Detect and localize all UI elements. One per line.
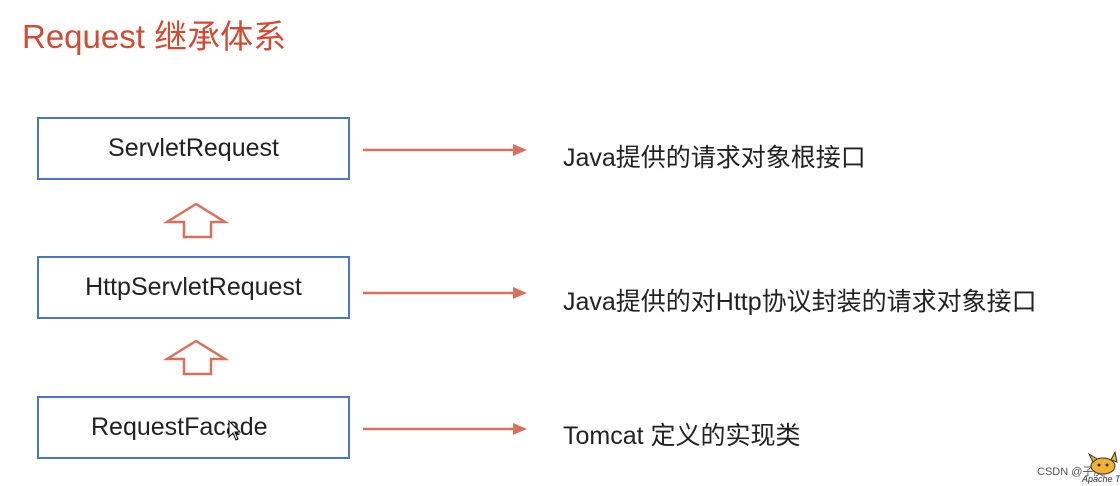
- right-arrow-2: [363, 287, 527, 299]
- request-facade-description: Tomcat 定义的实现类: [563, 422, 801, 450]
- inherit-arrow-up-2: [162, 339, 230, 376]
- csdn-watermark: CSDN @子庚: [1037, 466, 1105, 478]
- servlet-request-description: Java提供的请求对象根接口: [563, 144, 866, 172]
- request-facade-box: RequestFacade: [37, 396, 350, 459]
- http-servlet-request-box: HttpServletRequest: [37, 256, 350, 319]
- apache-tomcat-text: Apache T: [1082, 474, 1120, 484]
- request-facade-label: RequestFacade: [91, 413, 268, 441]
- inherit-arrow-up-1: [162, 202, 230, 239]
- right-arrow-1: [363, 144, 527, 156]
- mouse-cursor-icon: [228, 419, 242, 441]
- servlet-request-label: ServletRequest: [108, 134, 279, 162]
- right-arrow-3: [363, 423, 527, 435]
- page-title: Request 继承体系: [22, 18, 287, 55]
- http-servlet-request-label: HttpServletRequest: [85, 273, 302, 301]
- tomcat-logo-icon: [1087, 450, 1118, 475]
- http-servlet-request-description: Java提供的对Http协议封装的请求对象接口: [563, 288, 1037, 316]
- servlet-request-box: ServletRequest: [37, 117, 350, 180]
